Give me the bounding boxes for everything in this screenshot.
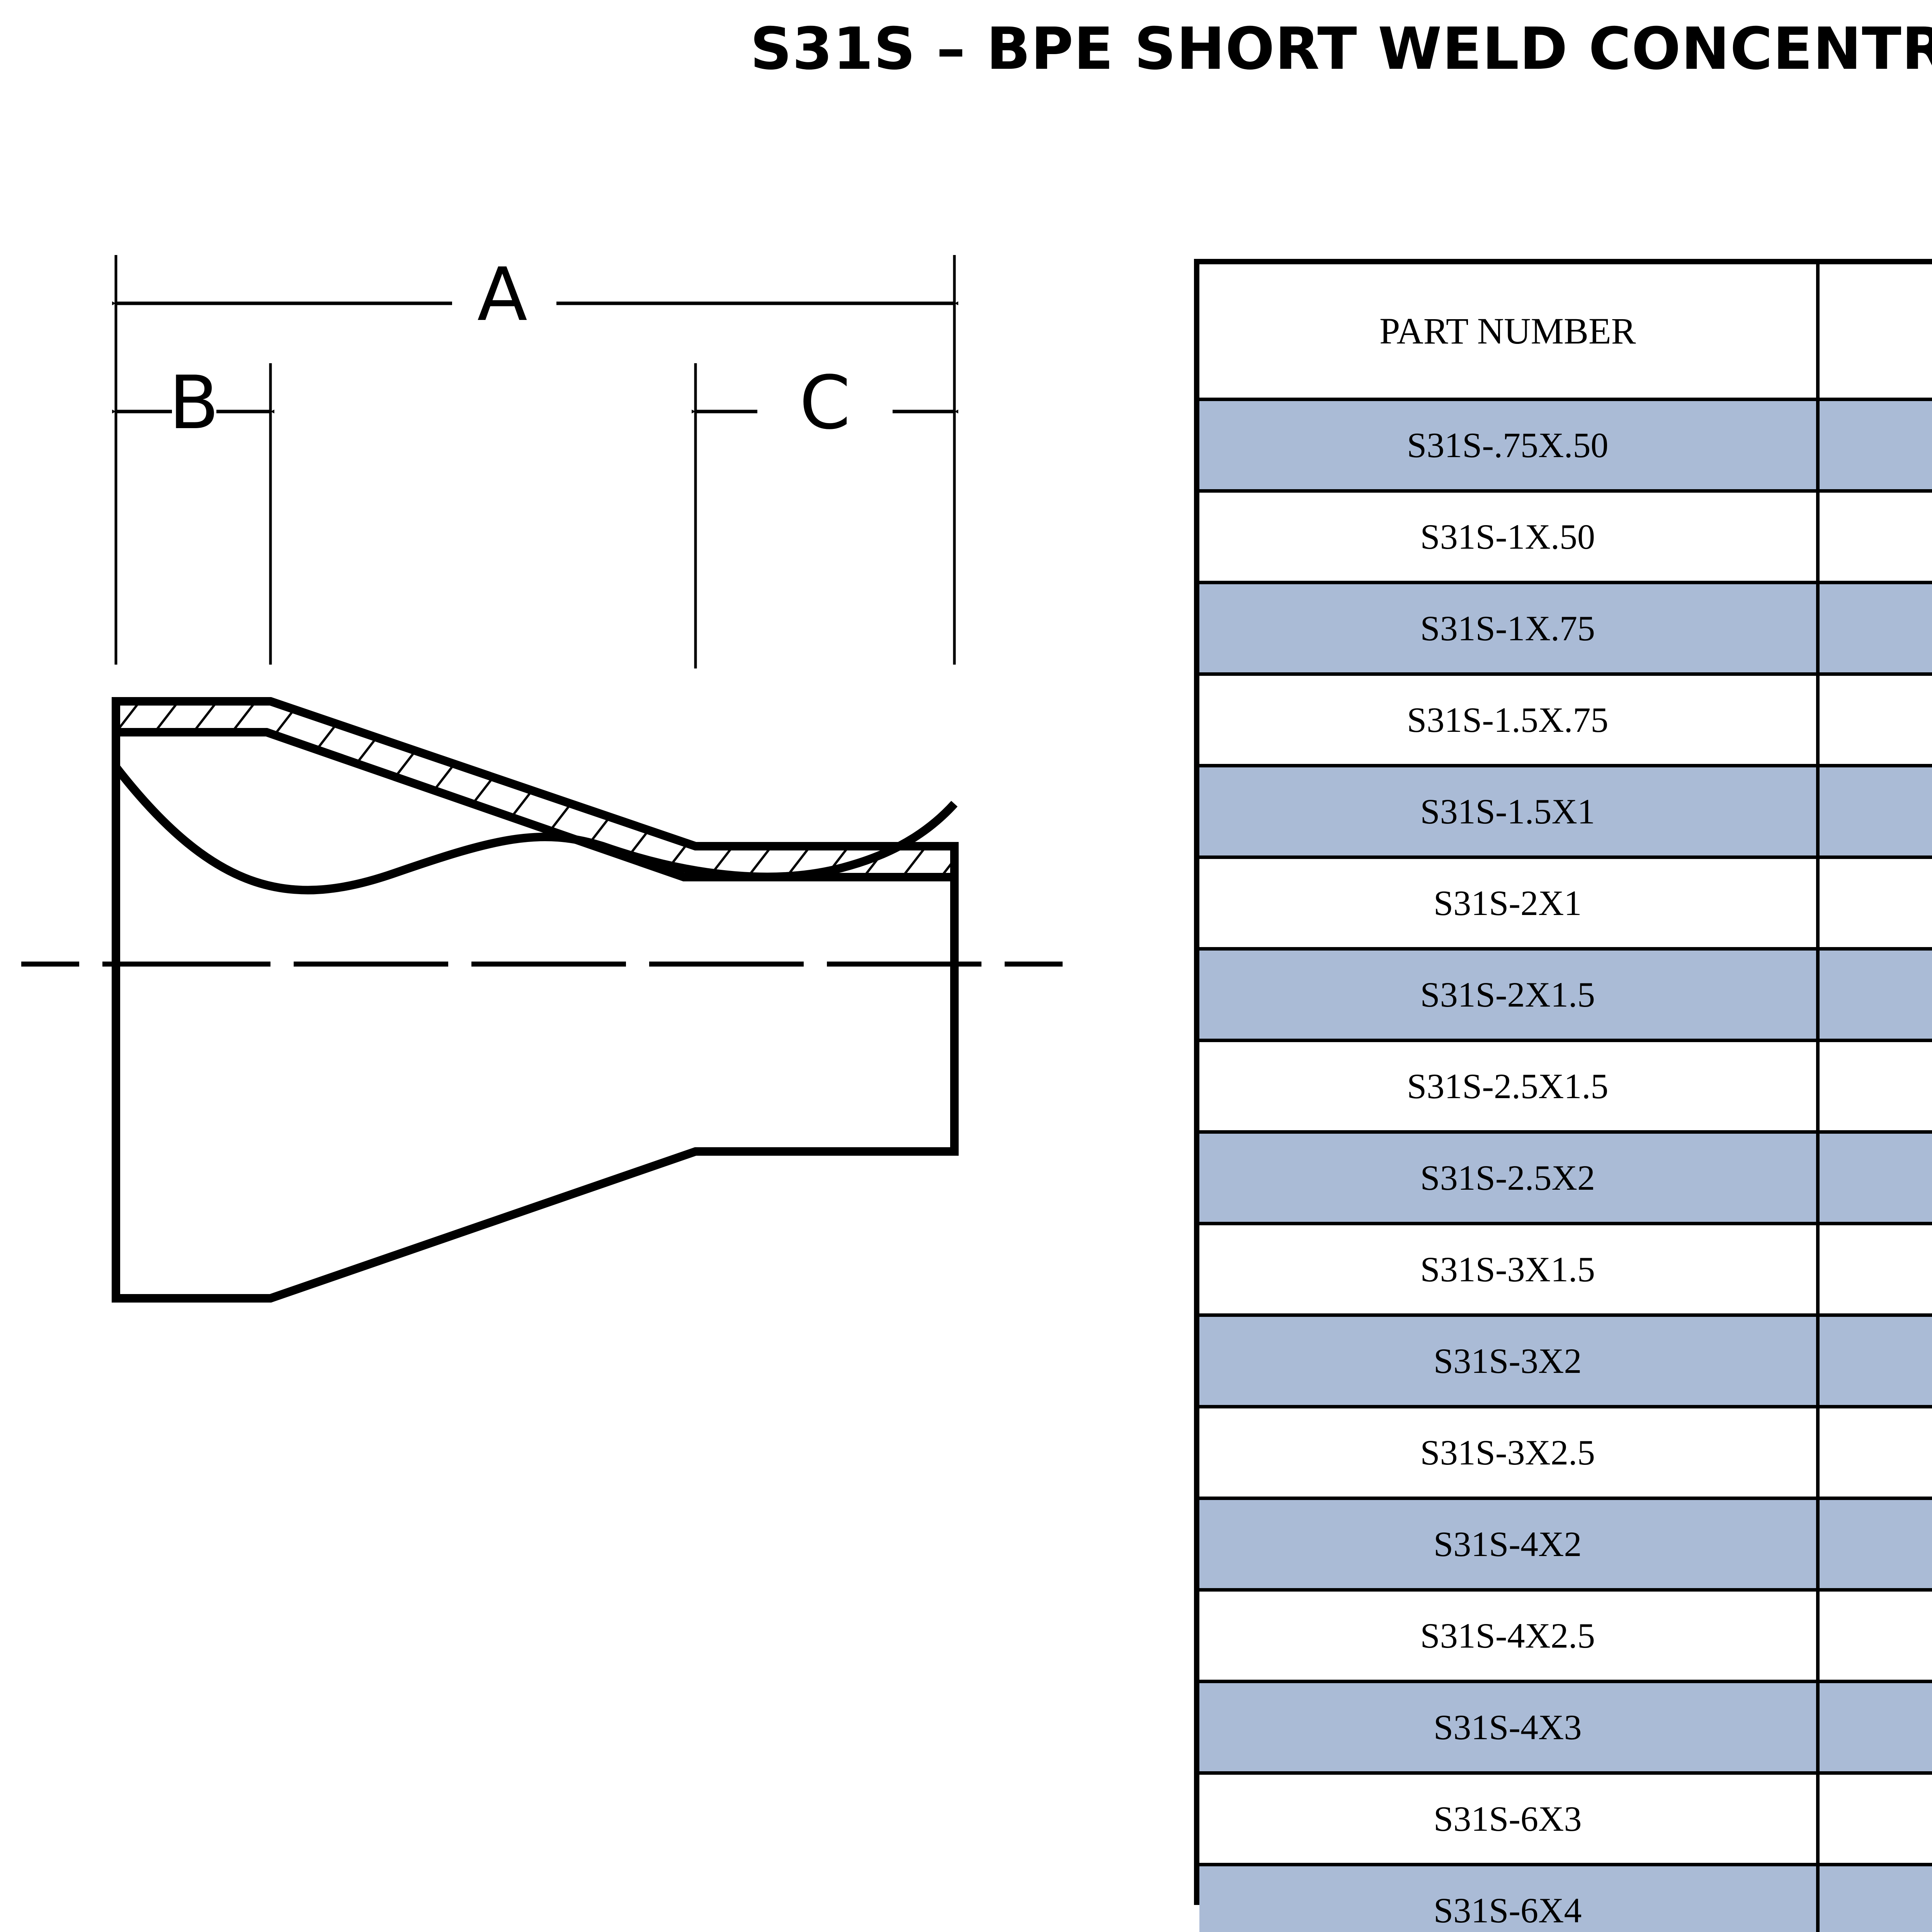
- cell-size: 4 X 2: [1816, 1497, 1932, 1592]
- dimension-c-label: C: [799, 360, 851, 446]
- cell-part-number: S31S-4X2: [1199, 1497, 1820, 1592]
- column-header-part-number: PART NUMBER: [1199, 264, 1820, 401]
- dimension-a-label: A: [477, 252, 527, 337]
- cell-size: 1 X 1/2: [1816, 489, 1932, 584]
- column-header-part-number-line1: PART NUMBER: [1379, 310, 1636, 352]
- specification-table-body: S31S-.75X.503/4 X 1/22.1251.0001.000S31S…: [1199, 398, 1932, 1932]
- dimension-b: B: [112, 360, 274, 446]
- cell-size: 3 X 2-1/2: [1816, 1405, 1932, 1500]
- reducer-drawing-svg: A B C: [21, 252, 1063, 1303]
- specification-table-panel: PART NUMBER SIZE (inches) A (inches) B (…: [1194, 259, 1932, 1932]
- cell-part-number: S31S-3X2: [1199, 1313, 1820, 1408]
- table-row: S31S-1X.751 X 3/42.1251.0001.000: [1199, 581, 1932, 676]
- cell-part-number: S31S-6X4: [1199, 1863, 1820, 1932]
- cell-part-number: S31S-2.5X1.5: [1199, 1039, 1820, 1134]
- page-title: S31S – BPE SHORT WELD CONCENTRIC REDUCER: [750, 15, 1932, 83]
- cell-size: 4 X 2-1/2: [1816, 1588, 1932, 1683]
- cell-size: 2 X 1: [1816, 855, 1932, 951]
- table-row: S31S-3X2.53 X 2-1/22.6251.5001.000: [1199, 1405, 1932, 1500]
- bore-profile: [112, 764, 958, 895]
- table-row: S31S-1.5X.751-1/2 X 3/43.0001.0001.000: [1199, 672, 1932, 767]
- cell-size: 6 X 3: [1816, 1771, 1932, 1866]
- cell-part-number: S31S-2X1: [1199, 855, 1820, 951]
- table-row: S31S-4X24 X 25.1251.5001.000: [1199, 1497, 1932, 1592]
- cell-size: 1-1/2 X 1: [1816, 764, 1932, 859]
- body-outline: [112, 701, 959, 1303]
- cell-part-number: S31S-1X.50: [1199, 489, 1820, 584]
- reducer-wall-section: [112, 697, 959, 881]
- table-row: S31S-4X2.54 X 2-1/24.2501.5001.000: [1199, 1588, 1932, 1683]
- table-row: S31S-6X36 X 37.2502.0001.500: [1199, 1771, 1932, 1866]
- specification-table: PART NUMBER SIZE (inches) A (inches) B (…: [1199, 264, 1932, 1932]
- reducer-drawing: A B C: [0, 216, 1121, 1414]
- column-header-size: SIZE (inches): [1816, 264, 1932, 401]
- cell-part-number: S31S-2.5X2: [1199, 1130, 1820, 1225]
- wall-outline: [112, 697, 959, 881]
- table-row: S31S-4X34 X 33.8751.5001.500: [1199, 1680, 1932, 1775]
- cell-part-number: S31S-2X1.5: [1199, 947, 1820, 1042]
- table-row: S31S-2X1.52 X 1-1/22.5001.0001.000: [1199, 947, 1932, 1042]
- table-header-row: PART NUMBER SIZE (inches) A (inches) B (…: [1199, 264, 1932, 401]
- cell-size: 1-1/2 X 3/4: [1816, 672, 1932, 767]
- cell-part-number: S31S-1.5X.75: [1199, 672, 1820, 767]
- table-row: S31S-2.5X22-1/2 X 22.5001.0001.000: [1199, 1130, 1932, 1225]
- cell-size: 3 X 1-1/2: [1816, 1222, 1932, 1317]
- table-row: S31S-.75X.503/4 X 1/22.1251.0001.000: [1199, 398, 1932, 493]
- cell-size: 2 X 1-1/2: [1816, 947, 1932, 1042]
- cell-part-number: S31S-4X3: [1199, 1680, 1820, 1775]
- table-row: S31S-3X1.53 X 1-1/24.2501.5001.000: [1199, 1222, 1932, 1317]
- cell-size: 2-1/2 X 2: [1816, 1130, 1932, 1225]
- cell-part-number: S31S-4X2.5: [1199, 1588, 1820, 1683]
- cell-size: 3 X 2: [1816, 1313, 1932, 1408]
- cell-part-number: S31S-6X3: [1199, 1771, 1820, 1866]
- cell-size: 6 X 4: [1816, 1863, 1932, 1932]
- dimension-c: C: [692, 360, 958, 446]
- cell-size: 3/4 X 1/2: [1816, 398, 1932, 493]
- extension-lines: [114, 255, 956, 668]
- cell-part-number: S31S-3X2.5: [1199, 1405, 1820, 1500]
- table-row: S31S-1.5X11-1/2 X 12.5001.0001.000: [1199, 764, 1932, 859]
- table-row: S31S-1X.501 X 1/22.5001.0001.000: [1199, 489, 1932, 584]
- dimension-b-label: B: [169, 360, 219, 446]
- cell-size: 1 X 3/4: [1816, 581, 1932, 676]
- table-row: S31S-2X12 X 13.3751.0001.000: [1199, 855, 1932, 951]
- cell-part-number: S31S-1X.75: [1199, 581, 1820, 676]
- cell-size: 2-1/2 X 1-1/2: [1816, 1039, 1932, 1134]
- cell-part-number: S31S-3X1.5: [1199, 1222, 1820, 1317]
- table-row: S31S-6X46 X 45.6252.0001.500: [1199, 1863, 1932, 1932]
- cell-part-number: S31S-.75X.50: [1199, 398, 1820, 493]
- table-row: S31S-3X23 X 23.3751.5001.000: [1199, 1313, 1932, 1408]
- table-row: S31S-2.5X1.52-1/2 X 1-1/23.3751.0001.000: [1199, 1039, 1932, 1134]
- column-header-size-line2: (inches): [1820, 331, 1932, 376]
- dimension-a: A: [112, 252, 958, 337]
- cell-part-number: S31S-1.5X1: [1199, 764, 1820, 859]
- cell-size: 4 X 3: [1816, 1680, 1932, 1775]
